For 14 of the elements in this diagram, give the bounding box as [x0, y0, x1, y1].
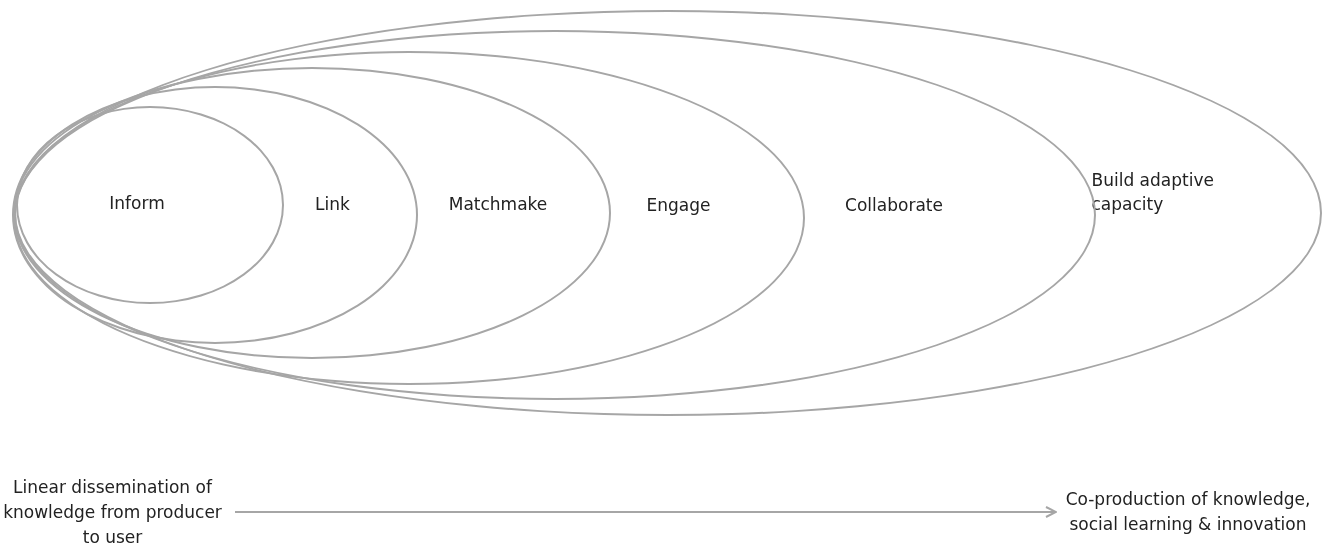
stage-label: Collaborate — [844, 194, 944, 217]
arrow — [234, 506, 1057, 518]
stage-label: Matchmake — [447, 193, 549, 216]
ellipse — [13, 51, 805, 385]
ellipse — [15, 105, 284, 304]
stage-label: Inform — [108, 192, 166, 215]
stage-label: Engage — [645, 193, 712, 217]
ellipse — [12, 66, 611, 359]
ellipse — [12, 86, 418, 344]
stage-label: Build adaptive capacity — [1091, 168, 1215, 216]
caption-text: Co-production of knowledge, social learning & innovation — [1050, 472, 1326, 552]
caption-text: Linear dissemination of knowledge from producer to user — [0, 472, 225, 552]
stage-label: Link — [314, 192, 351, 216]
ellipse — [14, 10, 1322, 416]
